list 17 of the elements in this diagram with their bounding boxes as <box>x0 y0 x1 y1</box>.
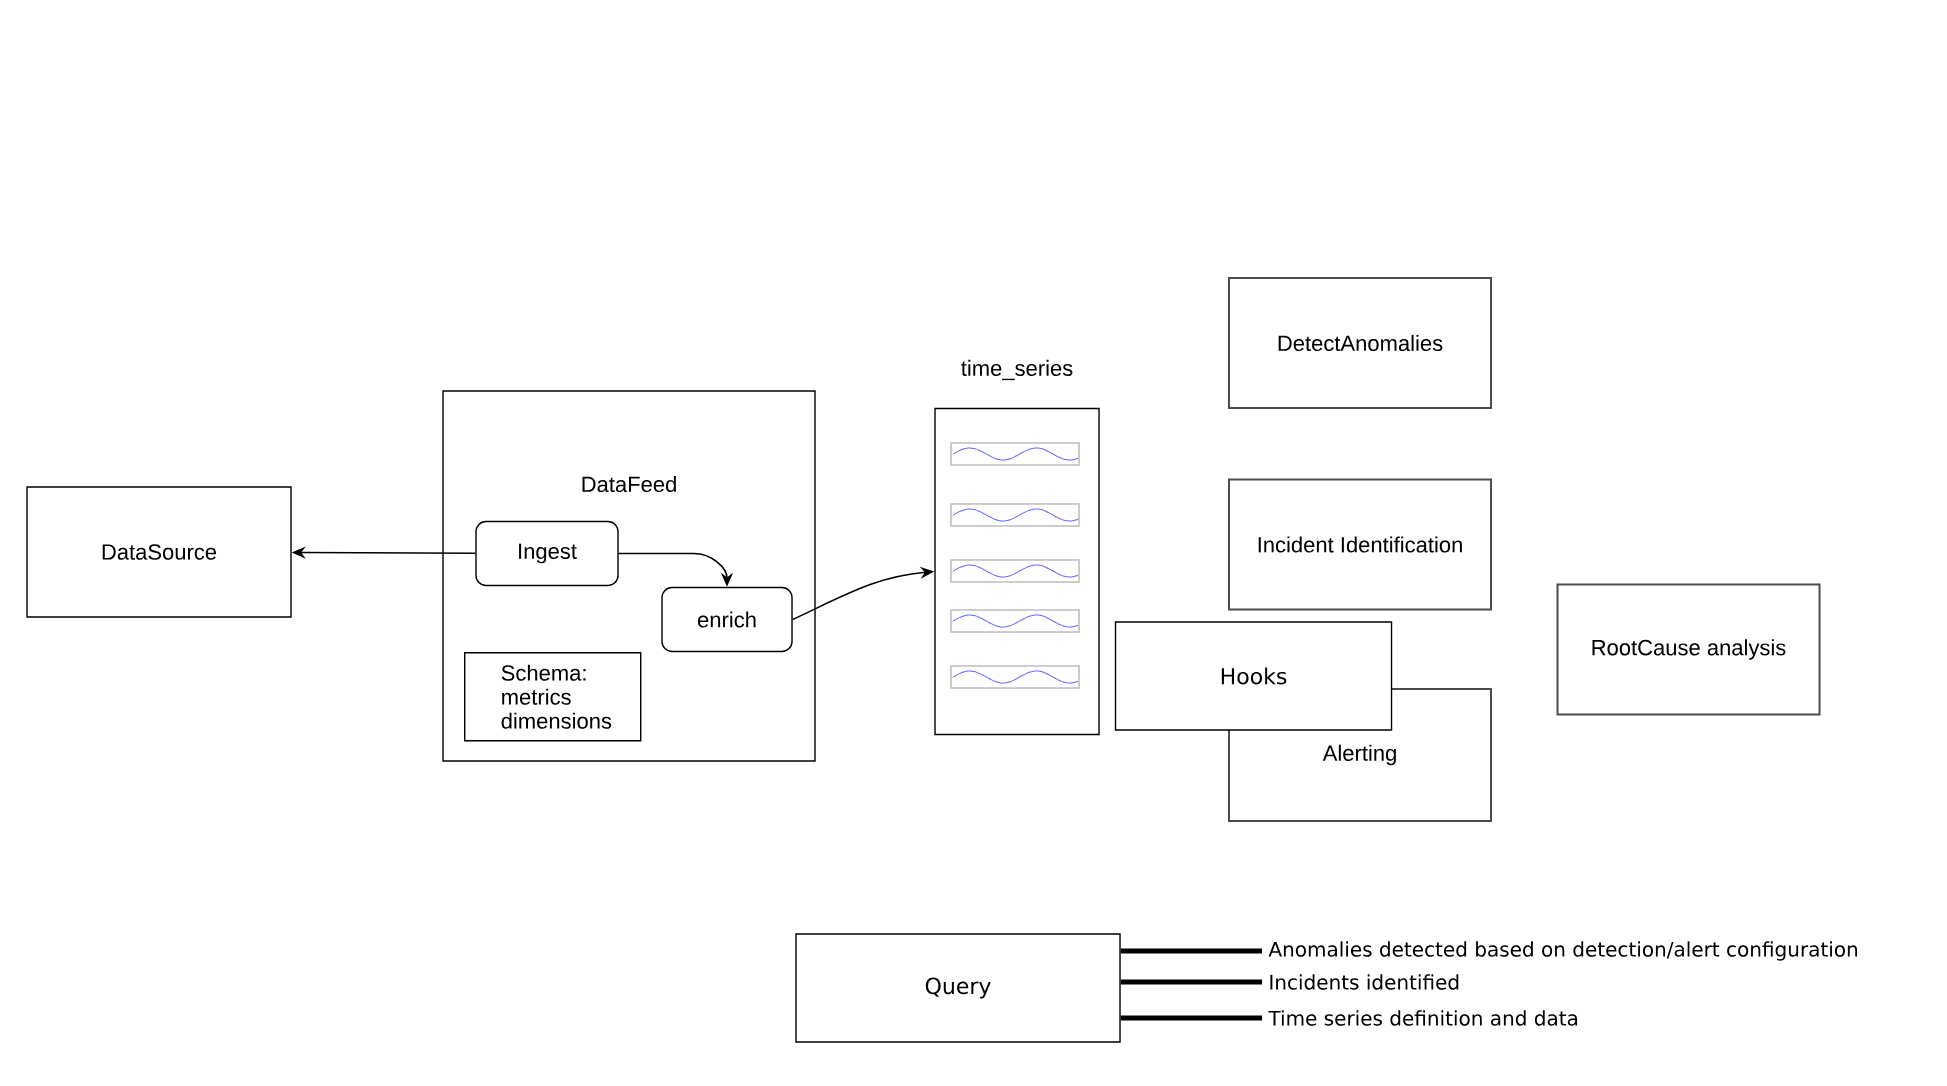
process-box: DataSource <box>26 486 292 618</box>
process-box: DetectAnomalies <box>1228 277 1492 409</box>
edge-text: Anomalies detected based on detection/alert configuration <box>1268 941 1858 961</box>
series-box: time_series <box>934 359 1100 736</box>
step-box: enrich <box>661 586 793 653</box>
connector-line <box>1120 948 1262 954</box>
node-label: time_series <box>961 359 1073 381</box>
process-box: Query <box>795 933 1121 1043</box>
process-box: RootCause analysis <box>1556 583 1821 716</box>
process-box: Incident Identification <box>1228 478 1492 611</box>
edge-text: Incidents identified <box>1270 974 1459 990</box>
process-box: Hooks <box>1114 621 1393 731</box>
connector-line <box>1120 1015 1262 1021</box>
edge-text: Time series definition and data <box>1268 1010 1578 1026</box>
connector-line <box>1120 979 1262 985</box>
step-box: Ingest <box>475 520 619 587</box>
note-box: Schema: metrics dimensions <box>464 652 642 742</box>
